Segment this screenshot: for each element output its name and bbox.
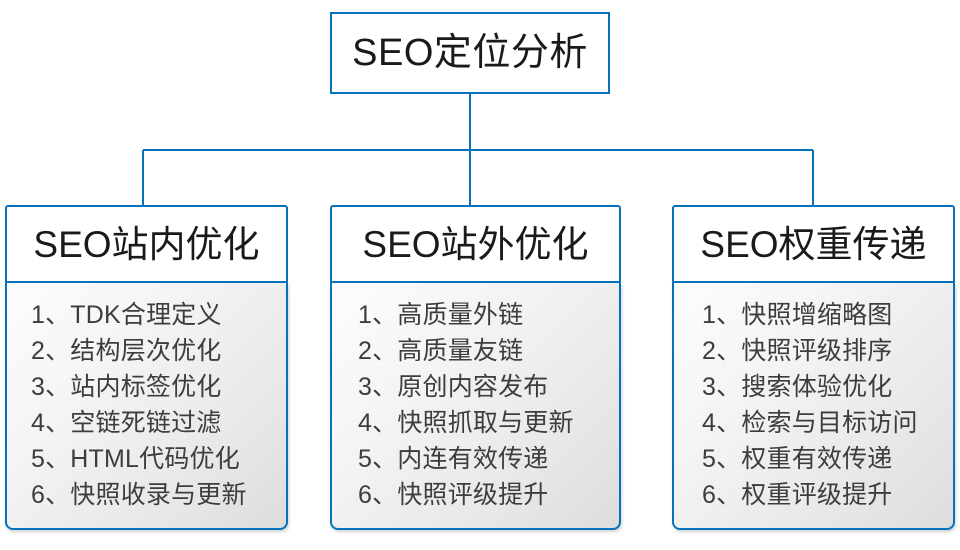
branch-body-3: 1、快照增缩略图 2、快照评级排序 3、搜索体验优化 4、检索与目标访问 5、权…	[672, 283, 955, 530]
list-item: 5、内连有效传递	[358, 445, 549, 473]
branch-item-list-1: 1、TDK合理定义 2、结构层次优化 3、站内标签优化 4、空链死链过滤 5、H…	[7, 297, 286, 513]
branch-column-3[interactable]: SEO权重传递 1、快照增缩略图 2、快照评级排序 3、搜索体验优化 4、检索与…	[672, 205, 955, 530]
list-item: 3、搜索体验优化	[702, 373, 893, 401]
list-item: 1、高质量外链	[358, 301, 524, 329]
list-item: 6、权重评级提升	[702, 481, 893, 509]
list-item: 4、快照抓取与更新	[358, 409, 574, 437]
list-item: 6、快照评级提升	[358, 481, 549, 509]
list-item: 4、空链死链过滤	[31, 409, 222, 437]
branch-header-3[interactable]: SEO权重传递	[672, 205, 955, 283]
branch-item-list-3: 1、快照增缩略图 2、快照评级排序 3、搜索体验优化 4、检索与目标访问 5、权…	[674, 297, 953, 513]
list-item: 5、权重有效传递	[702, 445, 893, 473]
list-item: 3、原创内容发布	[358, 373, 549, 401]
root-node[interactable]: SEO定位分析	[330, 12, 610, 94]
list-item: 6、快照收录与更新	[31, 481, 247, 509]
branch-header-title-2: SEO站外优化	[362, 223, 589, 265]
branch-body-2: 1、高质量外链 2、高质量友链 3、原创内容发布 4、快照抓取与更新 5、内连有…	[330, 283, 621, 530]
list-item: 4、检索与目标访问	[702, 409, 918, 437]
list-item: 5、HTML代码优化	[31, 445, 240, 473]
branch-header-title-3: SEO权重传递	[700, 223, 927, 265]
list-item: 1、TDK合理定义	[31, 301, 222, 329]
list-item: 2、高质量友链	[358, 337, 524, 365]
root-node-title: SEO定位分析	[352, 32, 588, 74]
branch-header-title-1: SEO站内优化	[33, 223, 260, 265]
list-item: 1、快照增缩略图	[702, 301, 893, 329]
branch-header-1[interactable]: SEO站内优化	[5, 205, 288, 283]
branch-column-2[interactable]: SEO站外优化 1、高质量外链 2、高质量友链 3、原创内容发布 4、快照抓取与…	[330, 205, 621, 530]
list-item: 2、快照评级排序	[702, 337, 893, 365]
list-item: 3、站内标签优化	[31, 373, 222, 401]
branch-body-1: 1、TDK合理定义 2、结构层次优化 3、站内标签优化 4、空链死链过滤 5、H…	[5, 283, 288, 530]
branch-item-list-2: 1、高质量外链 2、高质量友链 3、原创内容发布 4、快照抓取与更新 5、内连有…	[332, 297, 619, 513]
branch-column-1[interactable]: SEO站内优化 1、TDK合理定义 2、结构层次优化 3、站内标签优化 4、空链…	[5, 205, 288, 530]
list-item: 2、结构层次优化	[31, 337, 222, 365]
branch-header-2[interactable]: SEO站外优化	[330, 205, 621, 283]
